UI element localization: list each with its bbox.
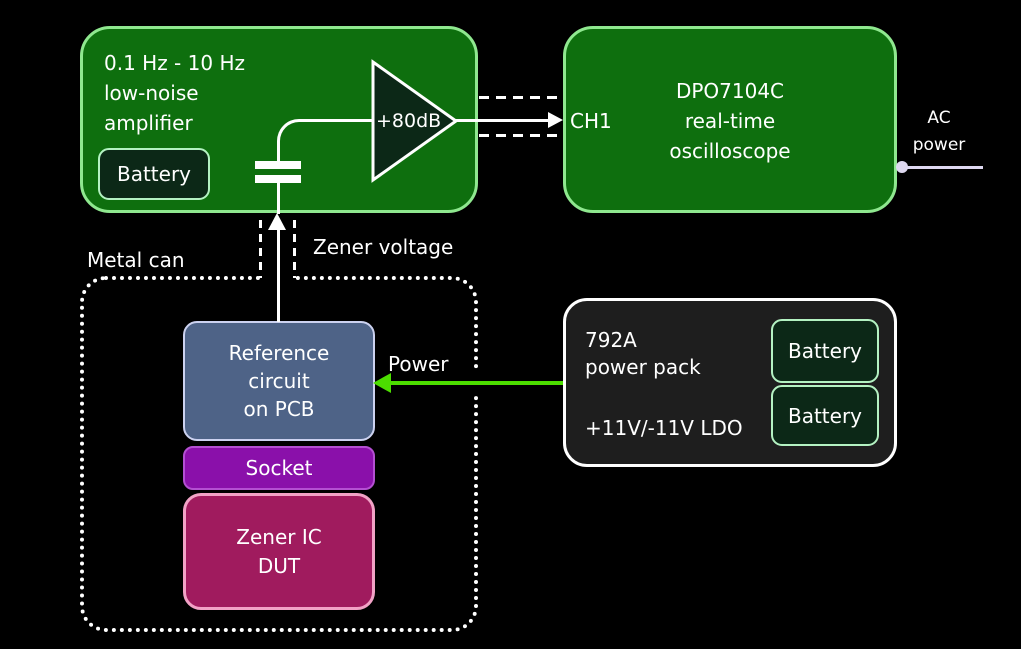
signal-dashed-line-bottom xyxy=(479,134,563,137)
signal-arrowhead-right xyxy=(548,112,563,128)
capacitor-plate-bottom xyxy=(255,175,301,183)
power-pack-title-line2: power pack xyxy=(585,355,701,379)
reference-line1: Reference xyxy=(228,341,330,365)
power-label: Power xyxy=(388,352,449,376)
ac-power-label-line1: AC xyxy=(927,108,951,128)
reference-line2: circuit xyxy=(248,369,310,393)
opamp-triangle-icon xyxy=(371,59,459,183)
socket-label: Socket xyxy=(245,456,313,480)
power-pack-title-line1: 792A xyxy=(585,328,637,352)
zener-voltage-line xyxy=(276,228,280,322)
amplifier-title-line1: 0.1 Hz - 10 Hz xyxy=(104,51,245,75)
channel-label: CH1 xyxy=(570,109,612,133)
capacitor-to-opamp-wire xyxy=(277,119,373,162)
zener-shield-dash-right xyxy=(293,220,296,278)
capacitor-plate-top xyxy=(255,161,301,169)
capacitor-lower-wire xyxy=(277,183,280,214)
ac-power-line xyxy=(902,165,983,169)
signal-line xyxy=(455,119,549,122)
reference-line3: on PCB xyxy=(243,397,315,421)
power-line xyxy=(379,381,563,385)
reference-circuit-box: Reference circuit on PCB xyxy=(183,321,375,441)
zener-arrowhead-up xyxy=(268,213,286,230)
power-arrowhead-left xyxy=(373,373,391,393)
metal-can-label: Metal can xyxy=(87,248,185,272)
socket-box: Socket xyxy=(183,446,375,490)
zener-dut-line1: Zener IC xyxy=(236,524,322,549)
ac-power-label-line2: power xyxy=(912,135,966,155)
zener-dut-box: Zener IC DUT xyxy=(183,493,375,610)
oscilloscope-box xyxy=(563,26,897,213)
ldo-label: +11V/-11V LDO xyxy=(585,416,743,440)
amplifier-title-line3: amplifier xyxy=(104,111,193,135)
oscilloscope-title-line3: oscilloscope xyxy=(669,139,791,163)
zener-voltage-label: Zener voltage xyxy=(313,235,454,259)
zener-shield-dash-left xyxy=(259,220,262,278)
power-pack-battery-label-2: Battery xyxy=(787,403,863,428)
amplifier-battery-box: Battery xyxy=(98,148,210,200)
oscilloscope-title-line2: real-time xyxy=(684,109,776,133)
power-pack-battery-label-1: Battery xyxy=(787,339,863,363)
signal-dashed-line-top xyxy=(479,96,563,99)
power-pack-battery-box-1: Battery xyxy=(771,319,879,383)
oscilloscope-title-line1: DPO7104C xyxy=(675,79,785,103)
gain-label: +80dB xyxy=(376,110,442,132)
zener-dut-line2: DUT xyxy=(257,553,301,578)
power-pack-battery-box-2: Battery xyxy=(771,385,879,446)
amplifier-battery-label: Battery xyxy=(116,162,192,186)
amplifier-title-line2: low-noise xyxy=(104,81,199,105)
